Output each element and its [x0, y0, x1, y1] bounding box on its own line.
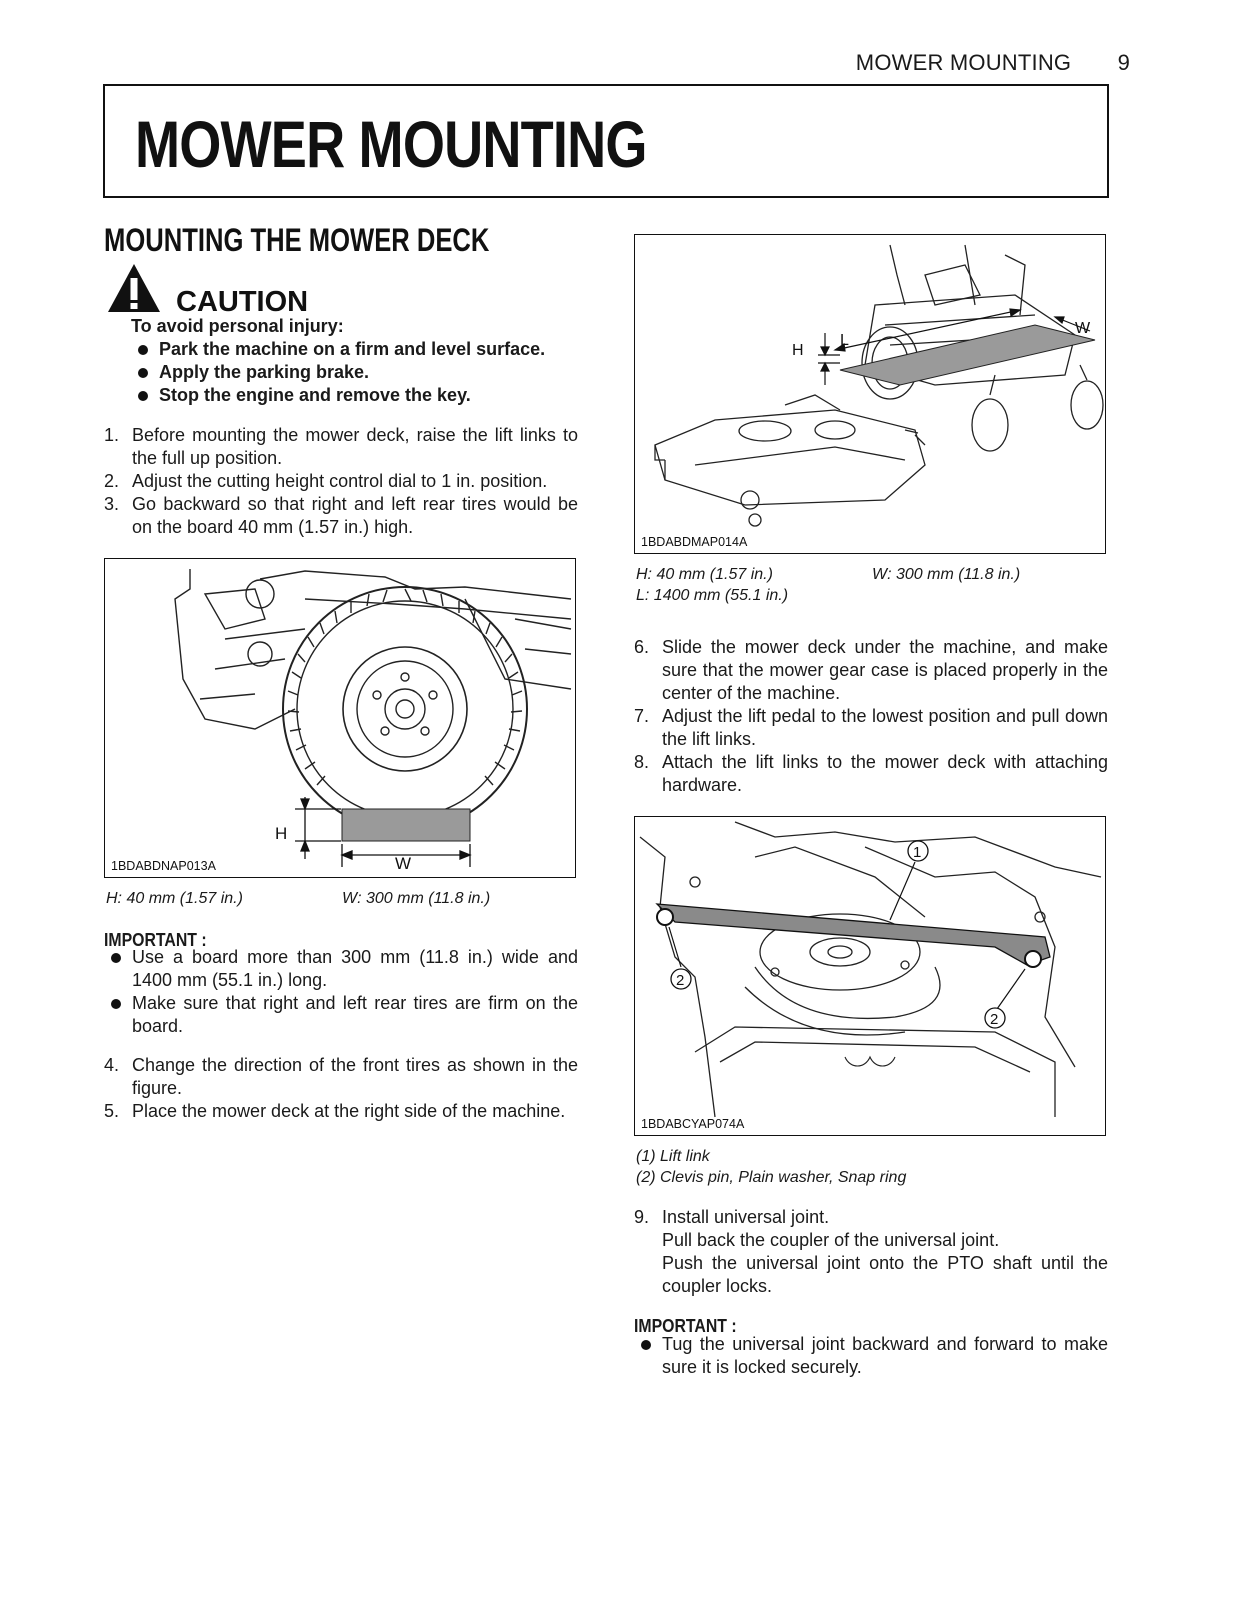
figure-caption: H: 40 mm (1.57 in.)	[636, 566, 773, 583]
important-item: Tug the universal joint backward and for…	[634, 1333, 1108, 1379]
title-box: MOWER MOUNTING	[103, 84, 1109, 198]
list-item: 5.Place the mower deck at the right side…	[104, 1101, 566, 1121]
dimension-label-l: L	[840, 332, 849, 349]
dimension-label-h: H	[275, 824, 287, 843]
lift-link-illustration: 1 2 2	[639, 821, 1102, 1118]
important-list-1: Use a board more than 300 mm (11.8 in.) …	[104, 946, 578, 1038]
section-heading: MOUNTING THE MOWER DECK	[104, 222, 490, 258]
tire-board-illustration: H W	[174, 569, 572, 873]
page-number: 9	[1117, 50, 1130, 75]
figure-caption: W: 300 mm (11.8 in.)	[342, 890, 491, 907]
figure-caption: (2) Clevis pin, Plain washer, Snap ring	[636, 1169, 907, 1186]
caution-label: CAUTION	[176, 286, 309, 318]
list-item: 2.Adjust the cutting height control dial…	[104, 471, 548, 491]
important-heading: IMPORTANT :	[104, 930, 207, 950]
list-item: 3.Go backward so that right and left rea…	[104, 494, 578, 537]
caution-item: Apply the parking brake.	[131, 361, 601, 384]
list-item: 9. Install universal joint. Pull back th…	[634, 1207, 1108, 1296]
callout-1: 1	[913, 844, 921, 861]
caution-item: Park the machine on a firm and level sur…	[131, 338, 601, 361]
figure-code: 1BDABCYAP074A	[641, 1117, 745, 1131]
important-list-2: Tug the universal joint backward and for…	[634, 1333, 1108, 1379]
header-section: MOWER MOUNTING	[855, 50, 1072, 75]
dimension-label-w: W	[395, 854, 411, 873]
figure-caption: L: 1400 mm (55.1 in.)	[636, 587, 789, 604]
steps-list-2: 4.Change the direction of the front tire…	[104, 1054, 578, 1123]
important-item: Make sure that right and left rear tires…	[104, 992, 578, 1038]
caution-intro: To avoid personal injury:	[131, 316, 344, 336]
steps-list-1: 1.Before mounting the mower deck, raise …	[104, 424, 578, 539]
important-heading: IMPORTANT :	[634, 1316, 737, 1336]
important-item: Use a board more than 300 mm (11.8 in.) …	[104, 946, 578, 992]
figure-tire-on-board: H W 1BDABDNAP013A	[104, 558, 576, 878]
figure-caption: (1) Lift link	[636, 1148, 710, 1165]
dimension-label-w: W	[1075, 320, 1091, 337]
figure-code: 1BDABDMAP014A	[641, 535, 748, 549]
caution-block: To avoid personal injury: Park the machi…	[131, 315, 601, 407]
list-item: 8.Attach the lift links to the mower dec…	[634, 752, 1108, 795]
warning-triangle-icon	[108, 264, 160, 312]
figure-lift-link: 1 2 2 1BDABCYAP074A	[634, 816, 1106, 1136]
running-header: MOWER MOUNTING 9	[800, 50, 1130, 76]
step-9: 9. Install universal joint. Pull back th…	[634, 1206, 1108, 1298]
list-item: 7.Adjust the lift pedal to the lowest po…	[634, 706, 1108, 749]
callout-2-left: 2	[676, 972, 684, 989]
steps-list-3: 6.Slide the mower deck under the machine…	[634, 636, 1108, 797]
callout-2-right: 2	[990, 1011, 998, 1028]
list-item: 4.Change the direction of the front tire…	[104, 1055, 578, 1098]
caution-item: Stop the engine and remove the key.	[131, 384, 601, 407]
figure-mower-on-board: H L W 1BDABDMAP014A	[634, 234, 1106, 554]
mower-board-illustration: H L W	[654, 244, 1104, 527]
page-title: MOWER MOUNTING	[135, 107, 647, 181]
figure-caption: H: 40 mm (1.57 in.)	[106, 890, 243, 907]
figure-code: 1BDABDNAP013A	[111, 859, 216, 873]
figure-caption: W: 300 mm (11.8 in.)	[872, 566, 1021, 583]
list-item: 6.Slide the mower deck under the machine…	[634, 637, 1108, 703]
list-item: 1.Before mounting the mower deck, raise …	[104, 425, 578, 468]
dimension-label-h: H	[792, 342, 804, 359]
